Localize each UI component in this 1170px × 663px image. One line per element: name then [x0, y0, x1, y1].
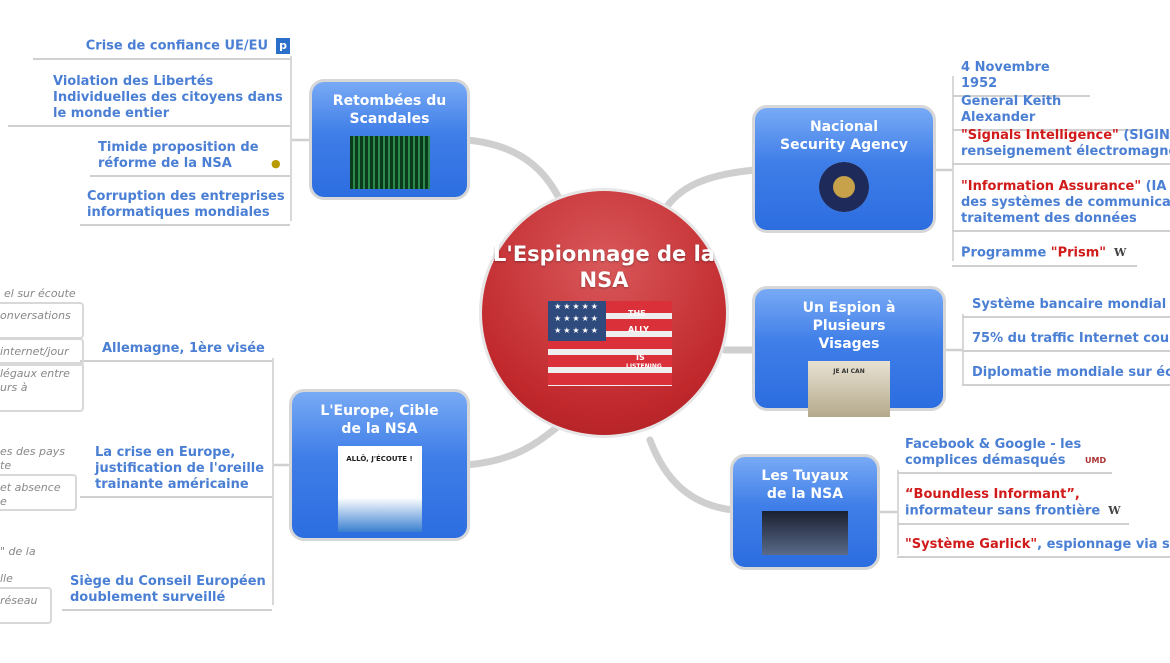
leaf-violation[interactable]: Violation des Libertés Individuelles des…: [8, 74, 290, 127]
umd-icon[interactable]: UMD: [1085, 455, 1107, 465]
wikipedia-icon[interactable]: W: [1114, 246, 1127, 259]
subleaf-text[interactable]: onversations: [0, 309, 71, 322]
topic-espion[interactable]: Un Espion à Plusieurs Visages JE AI CAN: [755, 289, 943, 417]
image-text: ALLY: [628, 325, 649, 334]
leaf-text: informateur sans frontière: [905, 503, 1101, 519]
connector: [290, 56, 292, 221]
attachment-icon[interactable]: ●: [271, 156, 281, 170]
subleaf-text[interactable]: " de la: [0, 545, 36, 558]
central-topic[interactable]: L'Espionnage de la NSA ★★★★★★★★★★★★★★★ T…: [482, 191, 726, 435]
subleaf-text[interactable]: es des pays: [0, 445, 65, 458]
flag-image: ★★★★★★★★★★★★★★★ THE ALLY IS LISTENING: [548, 301, 672, 386]
leaf-text: traitement des données: [961, 211, 1137, 226]
leaf-text: renseignement électromagné: [961, 144, 1170, 159]
subleaf-text[interactable]: et absence: [0, 481, 61, 494]
leaf-garlick[interactable]: "Système Garlick", espionnage via sa: [897, 537, 1170, 558]
p-link-icon[interactable]: p: [276, 38, 290, 54]
leaf-text: , espionnage via sa: [1037, 537, 1170, 552]
subleaf-text[interactable]: légaux entre: [0, 367, 70, 380]
connector: [272, 358, 274, 605]
leaf-allemagne[interactable]: Allemagne, 1ère visée: [80, 341, 272, 362]
nsa-seal-image: [819, 162, 869, 212]
topic-retombees[interactable]: Retombées du Scandales: [312, 82, 467, 197]
leaf-text: Facebook & Google - les complices démasq…: [905, 437, 1082, 468]
cartoon-image: ALLÔ, J'ÉCOUTE !: [337, 446, 422, 532]
leaf-reforme[interactable]: Timide proposition de réforme de la NSA ●: [90, 140, 290, 177]
leaf-conseil-europeen[interactable]: Siège du Conseil Européen doublement sur…: [62, 574, 272, 611]
image-text: THE: [628, 309, 646, 318]
image-text: IS: [636, 353, 645, 362]
flag-stars: ★★★★★★★★★★★★★★★: [548, 301, 606, 341]
leaf-boundless[interactable]: “Boundless Informant”,informateur sans f…: [897, 487, 1129, 525]
connector: [952, 76, 954, 261]
topic-label: L'Europe, Cible de la NSA: [320, 403, 439, 437]
matrix-image: [349, 136, 430, 189]
leaf-facebook-google[interactable]: Facebook & Google - les complices démasq…: [897, 437, 1112, 474]
leaf-text: (IA: [1141, 179, 1167, 194]
leaf-traffic[interactable]: 75% du traffic Internet cou: [962, 331, 1170, 352]
leaf-crise-europe[interactable]: La crise en Europe, justification de l'o…: [80, 445, 272, 498]
subleaf-box: [0, 362, 84, 412]
subleaf-text[interactable]: el sur écoute: [4, 287, 76, 300]
leaf-text: (SIGIN: [1118, 128, 1170, 143]
subleaf-text[interactable]: te: [0, 459, 12, 472]
subleaf-box: [0, 338, 84, 366]
subleaf-box: [0, 587, 52, 624]
leaf-text: "Signals Intelligence": [961, 128, 1119, 143]
subleaf-box: [0, 474, 77, 511]
topic-tuyaux[interactable]: Les Tuyaux de la NSA: [733, 457, 877, 567]
leaf-text: "Information Assurance": [961, 179, 1142, 194]
subleaf-text[interactable]: lle: [0, 572, 13, 585]
leaf-text: Programme: [961, 245, 1051, 261]
leaf-crise-confiance[interactable]: Crise de confiance UE/EU p: [33, 38, 290, 60]
subleaf-text[interactable]: e: [0, 495, 7, 508]
cartoon-image: JE AI CAN: [808, 361, 890, 417]
topic-label: Retombées du Scandales: [332, 93, 447, 127]
topic-label: Un Espion à Plusieurs Visages: [802, 300, 896, 352]
connector: [897, 470, 899, 555]
subleaf-text[interactable]: internet/jour: [0, 345, 69, 358]
image-text: LISTENING: [626, 363, 662, 370]
leaf-diplomatie[interactable]: Diplomatie mondiale sur éc: [962, 365, 1170, 386]
topic-label: Nacional Security Agency: [780, 119, 908, 153]
leaf-text: Timide proposition de réforme de la NSA: [98, 140, 259, 171]
connector: [962, 314, 964, 384]
leaf-bancaire[interactable]: Système bancaire mondial s: [962, 297, 1170, 318]
leaf-text: des systèmes de communicat: [961, 195, 1170, 210]
leaf-text: "Prism": [1050, 245, 1107, 261]
leaf-text: Crise de confiance UE/EU: [85, 38, 269, 54]
leaf-text: “Boundless Informant”,: [905, 487, 1080, 502]
subleaf-text[interactable]: urs à: [0, 381, 28, 394]
leaf-corruption[interactable]: Corruption des entreprises informatiques…: [80, 189, 290, 226]
wikipedia-icon[interactable]: W: [1108, 504, 1121, 517]
leaf-date[interactable]: 4 Novembre 1952: [952, 60, 1090, 97]
topic-label: Les Tuyaux de la NSA: [761, 468, 849, 502]
central-title: L'Espionnage de la NSA: [493, 242, 715, 292]
topic-nsa[interactable]: Nacional Security Agency: [755, 108, 933, 230]
leaf-text: "Système Garlick": [905, 537, 1038, 552]
leaf-general[interactable]: General Keith Alexander: [952, 94, 1140, 131]
topic-europe[interactable]: L'Europe, Cible de la NSA ALLÔ, J'ÉCOUTE…: [292, 392, 467, 538]
subleaf-text[interactable]: réseau: [0, 594, 38, 607]
cables-image: [762, 511, 848, 555]
leaf-prism[interactable]: Programme "Prism" W: [952, 245, 1137, 267]
